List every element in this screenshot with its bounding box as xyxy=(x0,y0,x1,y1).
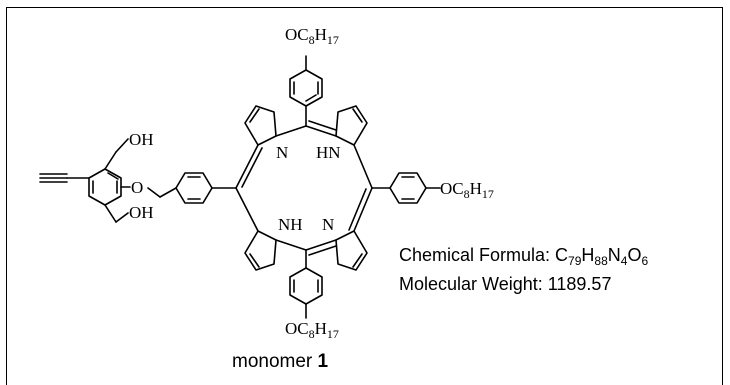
pyrrole-n-bottom-right: N xyxy=(322,215,334,234)
ether-oxygen-label: O xyxy=(131,178,143,197)
bottom-octyloxy-label: OC8H17 xyxy=(285,319,339,341)
molecular-weight: Molecular Weight: 1189.57 xyxy=(399,274,612,294)
right-octyloxy-label: OC8H17 xyxy=(440,179,494,201)
chemical-formula: Chemical Formula: C79H88N4O6 xyxy=(399,245,649,268)
pyrrole-nh-top-right: HN xyxy=(316,143,341,162)
compound-number: 1 xyxy=(317,351,329,372)
bottom-hydroxyl-label: OH xyxy=(129,203,154,222)
pyrrole-nh-bottom-left: NH xyxy=(278,215,303,234)
left-phenyl-ring xyxy=(175,172,213,204)
top-octyloxy-label: OC8H17 xyxy=(285,25,339,47)
pyrrole-n-top-left: N xyxy=(276,143,288,162)
top-hydroxyl-label: OH xyxy=(129,130,154,149)
left-aryl-ring xyxy=(39,138,131,223)
benzyl-linker xyxy=(147,187,177,198)
bottom-phenyl-ring xyxy=(289,267,323,305)
porphyrin-core xyxy=(235,105,373,271)
top-phenyl-ring xyxy=(289,69,323,107)
right-phenyl-ring xyxy=(389,172,427,204)
atom-labels: OC8H17 OC8H17 OC8H17 N HN NH N OH OH O xyxy=(129,25,494,341)
figure-frame xyxy=(6,7,723,385)
figure-caption: monomer 1 xyxy=(232,351,329,372)
